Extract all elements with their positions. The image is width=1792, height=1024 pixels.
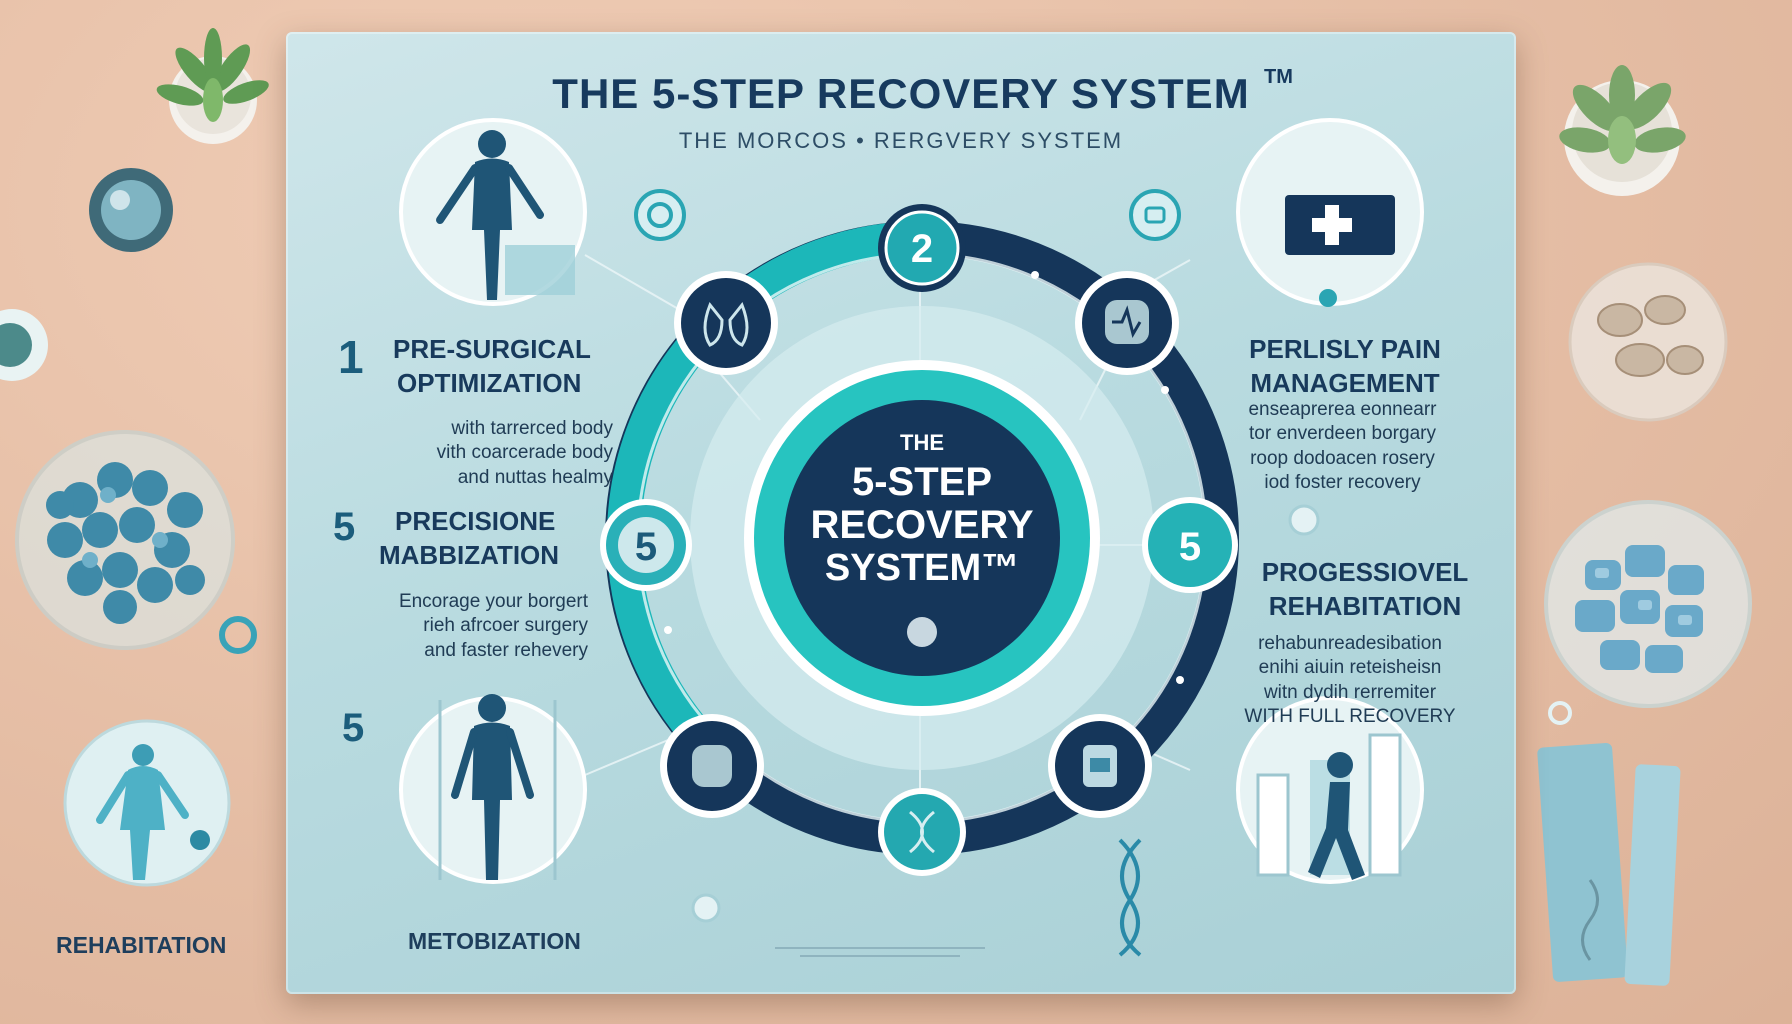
node-lungs xyxy=(674,271,778,375)
outer-ring-teal xyxy=(606,221,923,789)
node-dna xyxy=(878,788,966,876)
step-2-desc-line2: rieh afrcoer surgery xyxy=(423,615,588,637)
bottom-center-caption: METOBIZATION xyxy=(408,928,581,954)
pain-management-label-line2: MANAGEMENT xyxy=(1250,367,1440,398)
page-title: THE 5-STEP RECOVERY SYSTEM xyxy=(552,70,1250,117)
step-2-label: PRECISIONE MABBIZATION xyxy=(379,505,559,573)
center-disc xyxy=(784,400,1060,676)
badge-number-left: 5 xyxy=(635,525,657,569)
step-2-desc-line3: and faster rehevery xyxy=(424,639,588,661)
node-right-number xyxy=(1142,497,1238,593)
rehab-desc-line4: WITH FULL RECOVERY xyxy=(1244,705,1456,727)
node-heart-scan xyxy=(1075,271,1179,375)
page-subtitle: THE MORCOS • RERGVERY SYSTEM xyxy=(678,128,1124,153)
rehabilitation-label-line2: REHABITATION xyxy=(1268,590,1462,621)
node-left-number xyxy=(600,499,692,591)
node-top-number xyxy=(878,204,966,292)
center-text-system: SYSTEM™ xyxy=(825,547,1019,589)
step-1-label: PRE-SURGICAL OPTIMIZATION xyxy=(393,333,591,401)
shells-bowl-icon xyxy=(1568,262,1728,422)
pain-management-label: PERLISLY PAIN MANAGEMENT xyxy=(1220,333,1470,401)
badge-number-top: 2 xyxy=(911,227,933,271)
step-2-description: Encorage your borgert rieh afrcoer surge… xyxy=(360,590,588,663)
walking-figure-illustration xyxy=(1236,696,1424,884)
trademark-mark: TM xyxy=(1264,66,1293,88)
step-1-number: 1 xyxy=(338,331,364,383)
ambulance-cross-illustration xyxy=(1236,118,1424,307)
dna-helix-icon xyxy=(1118,838,1142,957)
rehabilitation-figure-icon xyxy=(63,719,231,887)
blue-crystals-bowl-icon xyxy=(1544,500,1752,708)
center-text-5step: 5-STEP xyxy=(852,460,992,504)
rehabilitation-description: rehabunreadesibation enihi aiuin reteish… xyxy=(1225,632,1475,729)
step-1-label-line1: PRE-SURGICAL xyxy=(393,334,591,364)
step-1-label-line2: OPTIMIZATION xyxy=(397,367,582,398)
node-knee xyxy=(660,714,764,818)
step-1-desc-line2: vith coarcerade body xyxy=(436,442,613,464)
bandage-strips-icon xyxy=(1537,743,1681,986)
rehab-desc-line3: witn dydih rerremiter xyxy=(1263,681,1437,703)
pain-desc-line3: roop dodoacen rosery xyxy=(1250,447,1435,469)
human-figure-illustration xyxy=(399,118,587,306)
pain-desc-line2: tor enverdeen borgary xyxy=(1249,423,1436,445)
blue-pebbles-bowl-icon xyxy=(15,430,235,650)
pain-desc-line1: enseaprerea eonnearr xyxy=(1248,399,1437,420)
small-ring-icon xyxy=(634,189,686,241)
step-2-desc-line1: Encorage your borgert xyxy=(398,591,588,612)
rehabilitation-label-line1: PROGESSIOVEL xyxy=(1261,557,1469,587)
rehab-desc-line2: enihi aiuin reteisheisn xyxy=(1258,657,1442,679)
center-text-recovery: RECOVERY xyxy=(810,503,1033,547)
node-device xyxy=(1048,714,1152,818)
bottom-left-caption: REHABITATION xyxy=(56,932,227,958)
pain-desc-line4: iod foster recovery xyxy=(1264,471,1421,493)
pain-management-description: enseaprerea eonnearr tor enverdeen borga… xyxy=(1225,398,1460,495)
succulent-plant-icon xyxy=(156,28,269,144)
succulent-plant-icon xyxy=(1559,65,1686,196)
center-text-the: THE xyxy=(900,430,944,455)
step-2-number: 5 xyxy=(333,505,356,549)
step-1-desc-line3: and nuttas healmy xyxy=(457,466,613,488)
badge-number-right: 5 xyxy=(1179,525,1201,569)
step-1-desc-line1: with tarrerced body xyxy=(451,418,613,439)
standing-figure-illustration xyxy=(399,694,587,884)
step-3-number: 5 xyxy=(342,706,365,750)
step-2-label-line2: MABBIZATION xyxy=(379,539,560,570)
small-ring-icon xyxy=(1129,189,1181,241)
rehabilitation-label: PROGESSIOVEL REHABITATION xyxy=(1245,556,1485,624)
pain-management-label-line1: PERLISLY PAIN xyxy=(1249,334,1441,364)
step-2-label-line1: PRECISIONE xyxy=(395,506,556,536)
rehab-desc-line1: rehabunreadesibation xyxy=(1258,633,1442,654)
step-1-description: with tarrerced body vith coarcerade body… xyxy=(388,417,613,490)
